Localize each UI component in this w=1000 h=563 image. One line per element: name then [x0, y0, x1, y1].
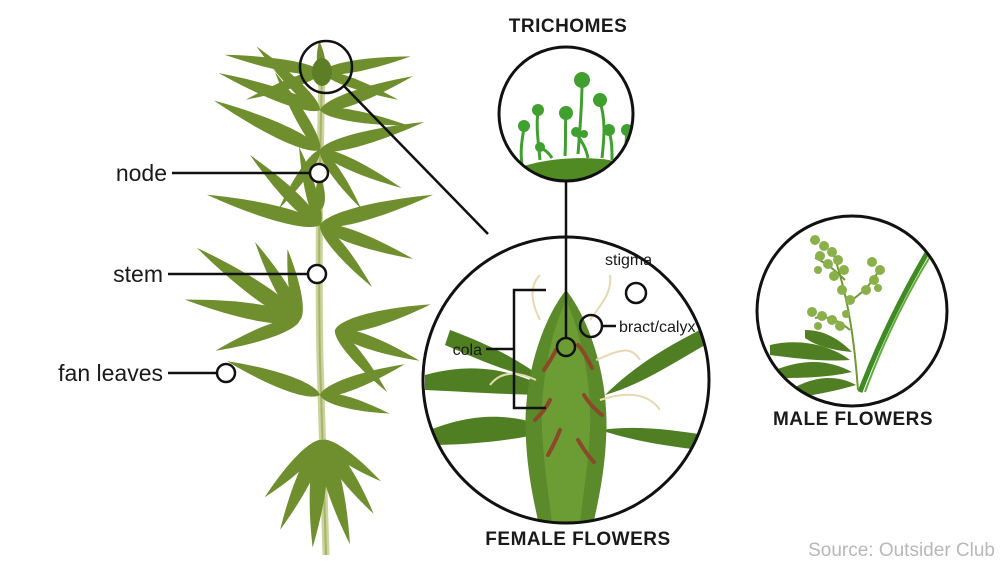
label-fan-leaves: fan leaves [58, 360, 163, 386]
male-flowers-inset: MALE FLOWERS [755, 214, 949, 430]
female-callouts [486, 181, 648, 410]
top-cola-marker [298, 39, 354, 95]
label-node: node [116, 160, 167, 186]
male-pollen-sacs [807, 235, 885, 331]
plant-callouts [168, 39, 489, 384]
node-marker [308, 162, 330, 184]
source-credit: Source: Outsider Club [808, 540, 995, 561]
stigma-marker [624, 281, 648, 305]
label-cola: cola [453, 342, 482, 359]
bract-calyx-marker [578, 313, 604, 339]
trichome-bud-marker [555, 336, 577, 358]
label-stigma: stigma [605, 252, 652, 269]
fan-leaves-marker [215, 362, 237, 384]
trichomes-inset: TRICHOMES [497, 16, 635, 183]
title-female-flowers: FEMALE FLOWERS [485, 529, 670, 550]
plant-illustration [183, 40, 435, 556]
title-trichomes: TRICHOMES [509, 16, 628, 37]
title-male-flowers: MALE FLOWERS [773, 409, 933, 430]
male-flowers-frame [755, 214, 949, 408]
top-to-female-connector [343, 85, 489, 235]
label-stem: stem [113, 261, 163, 287]
trichome-heads [518, 72, 633, 152]
female-flowers-inset: FEMALE FLOWERS [421, 235, 711, 550]
label-bract-calyx: bract/calyx [619, 319, 695, 336]
top-leaves [223, 40, 412, 105]
lower-fan-leaves [183, 238, 433, 420]
stem-marker [306, 263, 328, 285]
